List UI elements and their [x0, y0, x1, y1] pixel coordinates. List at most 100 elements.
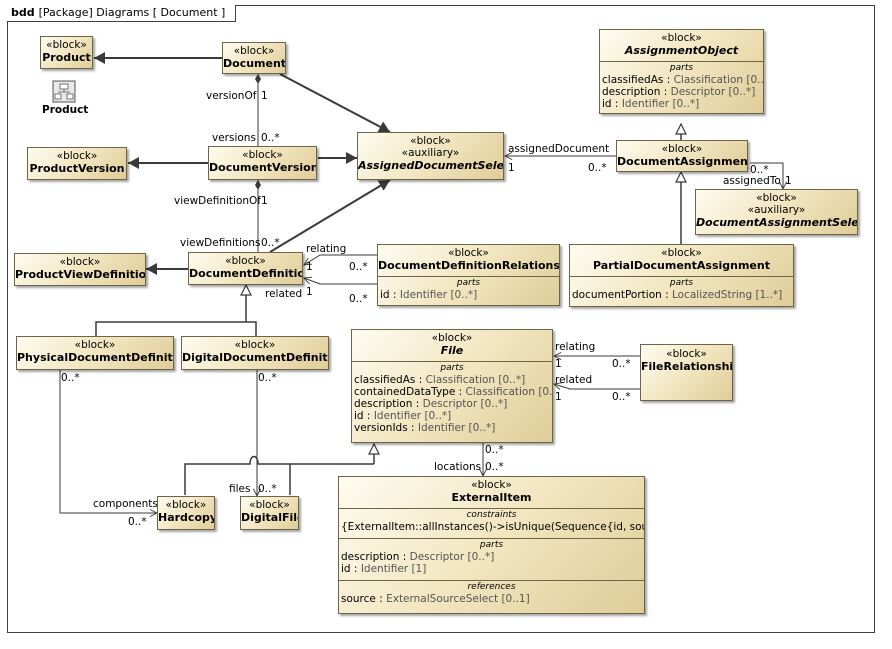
references-compartment: references source : ExternalSourceSelect… [339, 580, 644, 607]
stereotype: «block» [249, 499, 290, 511]
compartment-title: parts [440, 363, 464, 373]
block-document[interactable]: «block»Document [222, 42, 286, 74]
label-assigned-document: assignedDocument [508, 143, 610, 155]
block-partial-document-assignment[interactable]: «block»PartialDocumentAssignment parts d… [569, 244, 794, 307]
parts-compartment: parts documentPortion : LocalizedString … [570, 276, 793, 303]
block-name: FileRelationship [641, 360, 733, 373]
label-version-of: versionOf [206, 90, 257, 102]
block-digital-document-definition[interactable]: «block»DigitalDocumentDefinition [181, 336, 329, 370]
block-name: Product [42, 51, 91, 64]
reference-row: source : ExternalSourceSelect [0..1] [341, 593, 530, 605]
gen-hardcopy-file [184, 455, 291, 495]
part-row: documentPortion : LocalizedString [1..*] [572, 289, 783, 301]
mult-dd-relating-left: 1 [306, 261, 313, 273]
part-row: id : Identifier [1] [341, 563, 427, 575]
mult-dd-related-left: 1 [306, 286, 313, 298]
label-f-relating: relating [555, 341, 596, 353]
block-document-assignment-select[interactable]: «block»«auxiliary»DocumentAssignmentSele… [695, 189, 858, 235]
stereotype: «block» [234, 339, 276, 351]
block-name: File [440, 344, 464, 357]
block-name: Hardcopy [158, 511, 215, 524]
block-name: PartialDocumentAssignment [593, 259, 770, 272]
mult-versions: 0..* [261, 132, 280, 144]
parts-compartment: parts classifiedAs : Classification [0..… [600, 61, 763, 112]
diagram-title: [Package] Diagrams [ Document ] [38, 6, 226, 19]
mult-assigned-document-left: 1 [508, 162, 515, 174]
block-digital-file[interactable]: «block»DigitalFile [240, 496, 299, 530]
block-name: ProductViewDefinition [15, 268, 146, 281]
block-external-item[interactable]: «block»ExternalItem constraints {Externa… [338, 476, 645, 614]
block-name: DocumentAssignmentSelect [696, 216, 858, 229]
block-assigned-document-select[interactable]: «block»«auxiliary»AssignedDocumentSelect [357, 132, 504, 180]
assoc-f-related [554, 384, 640, 389]
diagram-header: bdd[Package] Diagrams [ Document ] [7, 5, 237, 22]
block-physical-document-definition[interactable]: «block»PhysicalDocumentDefinition [16, 336, 174, 370]
stereotype: «block» [431, 332, 473, 344]
block-name: DigitalDocumentDefinition [182, 351, 328, 364]
stereotype: «block» [46, 39, 87, 51]
label-locations: locations [434, 461, 482, 473]
parts-compartment: parts classifiedAs : Classification [0..… [352, 361, 552, 436]
block-name: AssignmentObject [624, 44, 739, 57]
block-file-relationship[interactable]: «block»FileRelationship [640, 344, 733, 401]
stereotype: «block» [59, 256, 101, 268]
block-product-view-definition[interactable]: «block»ProductViewDefinition [14, 253, 146, 286]
gen-docdef-assigned [269, 179, 391, 253]
assoc-components [59, 370, 157, 513]
part-row: description : Descriptor [0..*] [354, 398, 508, 410]
part-row: id : Identifier [0..*] [354, 410, 452, 422]
stereotype-auxiliary: «auxiliary» [401, 147, 460, 159]
product-package-icon [52, 80, 78, 104]
mult-version-of: 1 [261, 90, 268, 102]
block-name: DocumentDefinitionRelationship [378, 259, 560, 272]
constraint-row: {ExternalItem::allInstances()->isUnique(… [341, 521, 644, 533]
label-dd-related: related [265, 288, 303, 300]
block-name: DocumentVersion [209, 161, 317, 174]
stereotype: «block» [666, 348, 707, 360]
block-name: PhysicalDocumentDefinition [17, 351, 173, 364]
stereotype-auxiliary: «auxiliary» [747, 204, 806, 216]
part-row: id : Identifier [0..*] [380, 289, 478, 301]
block-name: DocumentDefinition [189, 267, 303, 280]
stereotype: «block» [448, 247, 489, 259]
block-hardcopy[interactable]: «block»Hardcopy [157, 496, 215, 530]
block-name: DocumentAssignment [617, 155, 748, 168]
block-name: AssignedDocumentSelect [358, 159, 504, 172]
block-assignment-object[interactable]: «block»AssignmentObject parts classified… [599, 29, 764, 114]
stereotype: «block» [242, 149, 283, 161]
label-dd-relating: relating [306, 243, 347, 255]
block-document-version[interactable]: «block»DocumentVersion [208, 146, 317, 180]
mult-file-src-a: 0..* [485, 444, 504, 456]
mult-f-related-right: 0..* [612, 391, 631, 403]
part-row: description : Descriptor [0..*] [602, 86, 756, 98]
block-name: Document [223, 57, 286, 70]
block-document-definition[interactable]: «block»DocumentDefinition [188, 252, 303, 285]
block-name: ProductVersion [29, 162, 125, 175]
part-row: classifiedAs : Classification [0..*] [602, 74, 764, 86]
stereotype: «block» [661, 32, 702, 44]
block-document-definition-relationship[interactable]: «block»DocumentDefinitionRelationship pa… [377, 244, 560, 306]
stereotype: «block» [661, 247, 702, 259]
label-versions: versions [212, 132, 256, 144]
label-assigned-to: assignedTo [723, 175, 781, 187]
product-package-label: Product [42, 104, 89, 116]
stereotype: «block» [471, 479, 512, 491]
parts-compartment: parts description : Descriptor [0..*] id… [339, 538, 644, 577]
block-file[interactable]: «block»File parts classifiedAs : Classif… [351, 329, 553, 443]
compartment-title: parts [456, 278, 481, 288]
mult-view-definition-of: 1 [261, 195, 268, 207]
mult-digital: 0..* [258, 372, 277, 384]
mult-physical: 0..* [61, 372, 80, 384]
mult-file-src-b: 0..* [485, 461, 504, 473]
block-product-version[interactable]: «block»ProductVersion [27, 147, 127, 180]
stereotype: «block» [225, 255, 266, 267]
gen-physical-docdef [95, 321, 257, 336]
block-document-assignment[interactable]: «block»DocumentAssignment [616, 140, 748, 172]
block-product[interactable]: «block»Product [40, 36, 93, 69]
mult-f-related-left: 1 [555, 391, 562, 403]
compartment-title: references [467, 582, 516, 592]
diagram-frame [7, 5, 875, 633]
mult-f-relating-left: 1 [555, 358, 562, 370]
stereotype: «block» [756, 192, 797, 204]
part-row: classifiedAs : Classification [0..*] [354, 374, 526, 386]
